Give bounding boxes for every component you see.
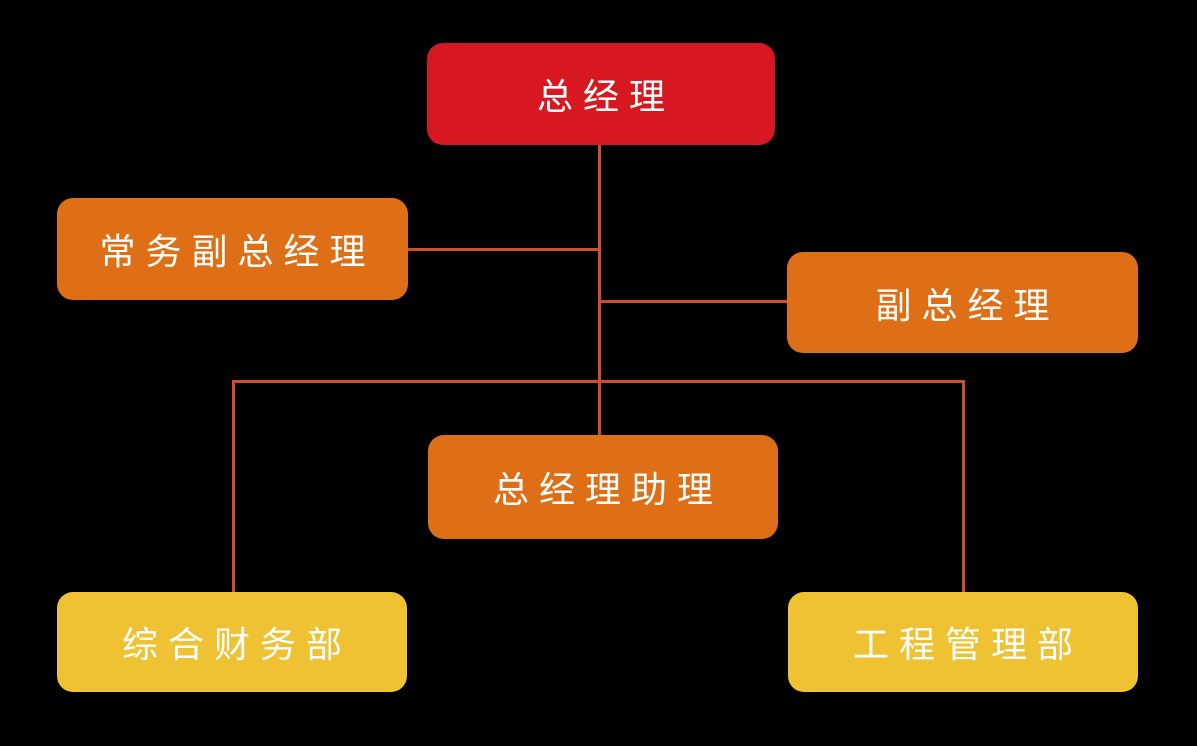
connector-to-deputy [599,300,788,303]
connector-to-finance [232,380,235,593]
org-node-engineering-department: 工程管理部 [788,592,1138,692]
org-node-finance-department: 综合财务部 [57,592,407,692]
connector-to-executive-deputy [408,248,600,251]
connector-to-engineering [962,380,965,593]
org-node-general-manager: 总经理 [427,43,775,145]
connector-root-vertical [598,145,601,435]
org-node-executive-deputy-general-manager: 常务副总经理 [57,198,408,300]
org-node-general-manager-assistant: 总经理助理 [428,435,778,539]
org-node-deputy-general-manager: 副总经理 [787,252,1138,353]
connector-branch-horizontal [232,380,965,383]
